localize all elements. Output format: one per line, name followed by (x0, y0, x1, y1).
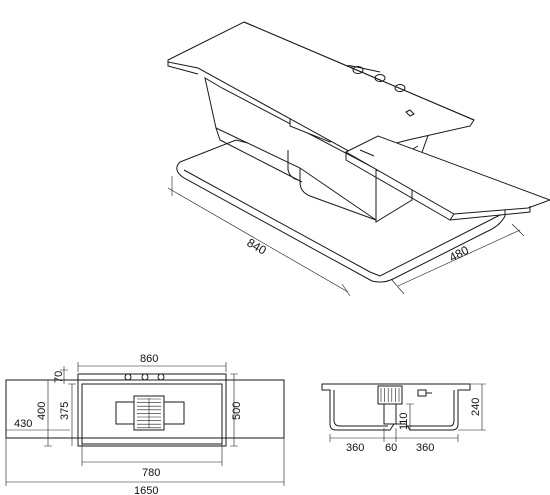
label-360-left: 360 (346, 442, 364, 454)
label-70: 70 (53, 371, 65, 383)
label-375: 375 (59, 402, 71, 420)
section-view: 240 110 360 60 360 (321, 383, 486, 454)
plan-basket-grid (137, 398, 161, 429)
tap-hole-1 (352, 66, 364, 74)
plan-tap-1 (124, 373, 132, 381)
label-400: 400 (36, 402, 48, 420)
isometric-view: 840 480 (167, 21, 550, 297)
label-860: 860 (140, 353, 158, 365)
label-240: 240 (470, 398, 482, 416)
label-60: 60 (385, 442, 397, 454)
label-1650: 1650 (134, 485, 158, 495)
section-basket-grid (380, 388, 400, 402)
section-basket (377, 385, 403, 405)
drainer-base (176, 139, 506, 283)
plan-view: 860 70 400 375 500 430 780 1650 (5, 353, 285, 495)
label-500: 500 (231, 402, 243, 420)
plan-sink-frame (77, 373, 227, 447)
section-drain (383, 403, 397, 425)
tap-hole-3 (394, 84, 406, 92)
label-430: 430 (14, 418, 32, 430)
tap-hole-2 (374, 74, 386, 82)
sliding-cover (344, 135, 550, 221)
label-360-right: 360 (416, 442, 434, 454)
label-840: 840 (245, 235, 270, 257)
plan-tap-3 (157, 373, 165, 381)
control-knob (405, 109, 415, 117)
label-110: 110 (398, 412, 410, 430)
label-780: 780 (142, 467, 160, 479)
plan-tap-2 (141, 373, 149, 381)
worktop-plate (167, 21, 475, 155)
